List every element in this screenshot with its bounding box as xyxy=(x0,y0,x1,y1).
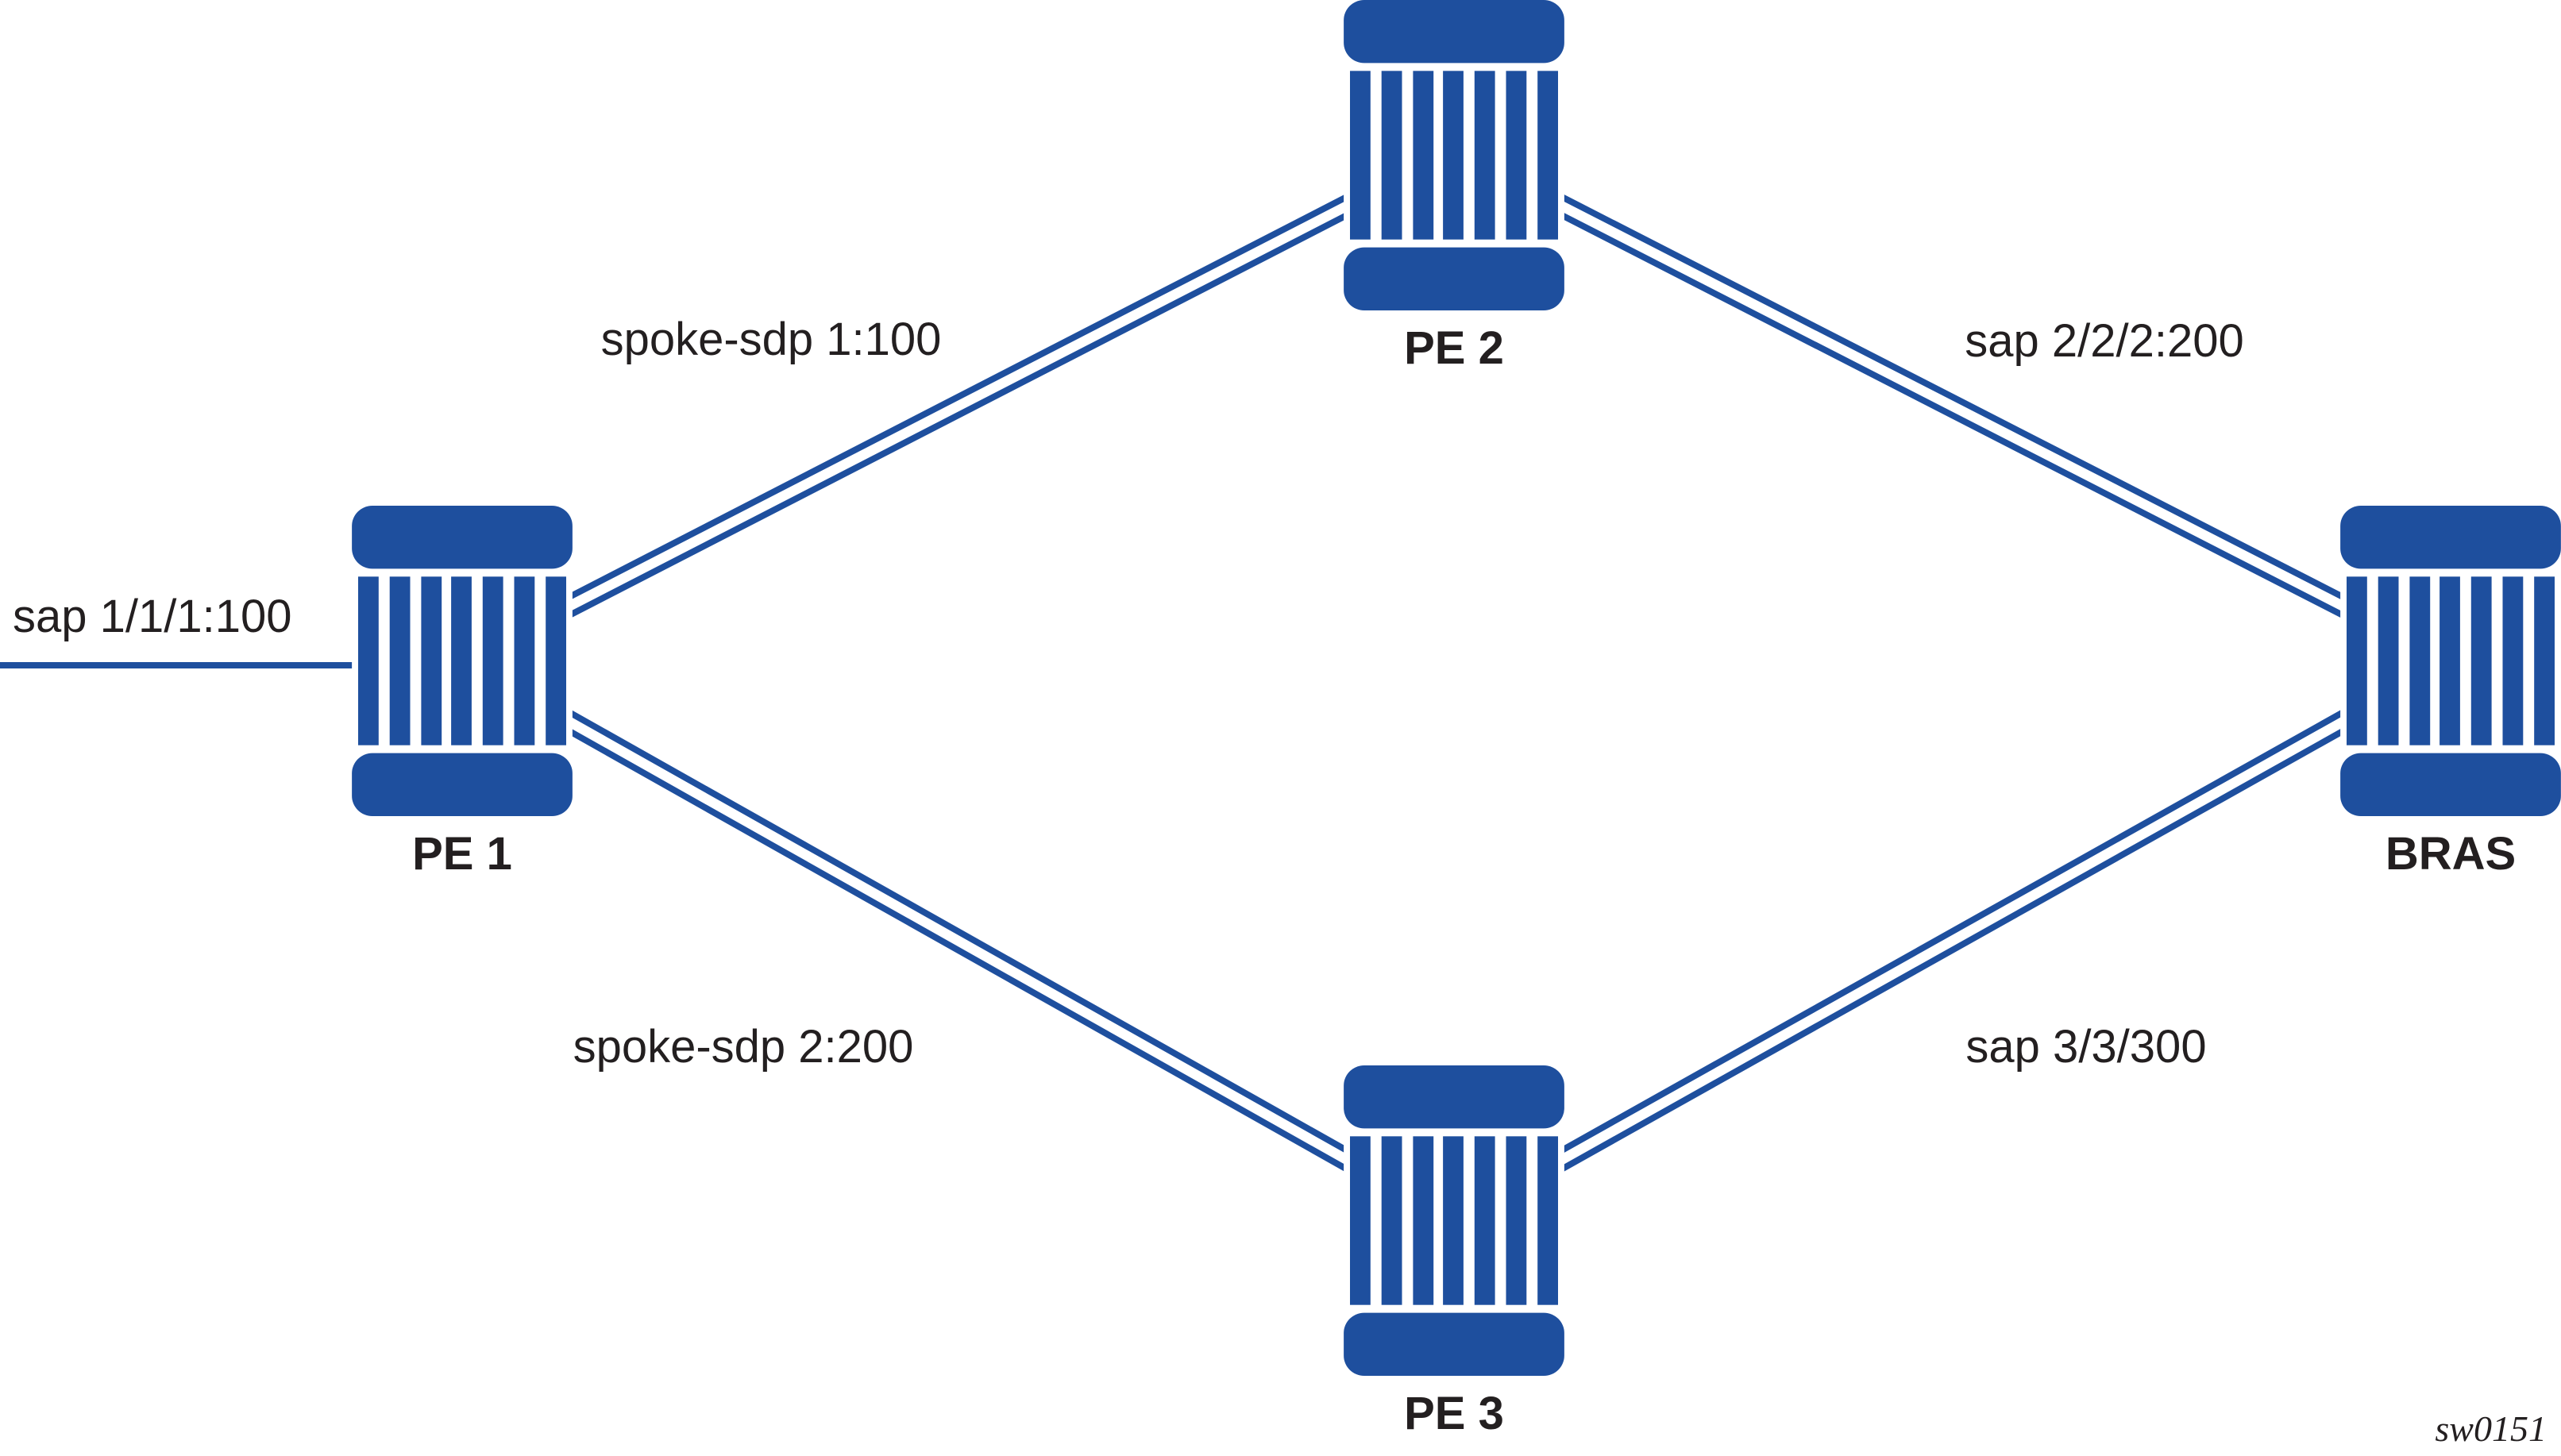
node-pe1-label: PE 1 xyxy=(412,828,512,880)
node-bras-label: BRAS xyxy=(2385,828,2517,880)
link-label-sap-2-2-2: sap 2/2/2:200 xyxy=(1965,315,2244,367)
pe1-router-icon xyxy=(352,506,573,816)
link-label-spoke-sdp-1: spoke-sdp 1:100 xyxy=(600,314,942,365)
pe3-router-icon xyxy=(1344,1065,1564,1376)
link-pe1-pe2 xyxy=(457,141,1460,672)
node-pe1: PE 1 xyxy=(352,506,573,880)
node-pe2-label: PE 2 xyxy=(1404,322,1504,374)
pe2-router-icon xyxy=(1344,0,1564,310)
link-label-sap-3-3-300: sap 3/3/300 xyxy=(1965,1021,2207,1073)
bras-router-icon xyxy=(2340,506,2561,816)
link-pe1-pe3 xyxy=(457,651,1460,1231)
node-pe3-label: PE 3 xyxy=(1404,1388,1504,1439)
link-label-access-sap: sap 1/1/1:100 xyxy=(13,591,292,642)
node-pe2: PE 2 xyxy=(1344,0,1564,374)
link-pe2-bras xyxy=(1448,141,2456,672)
link-pe3-bras xyxy=(1448,651,2456,1231)
link-label-spoke-sdp-2: spoke-sdp 2:200 xyxy=(573,1021,914,1073)
figure-watermark: sw0151 xyxy=(2435,1408,2547,1449)
node-bras: BRAS xyxy=(2340,506,2561,880)
node-pe3: PE 3 xyxy=(1344,1065,1564,1439)
